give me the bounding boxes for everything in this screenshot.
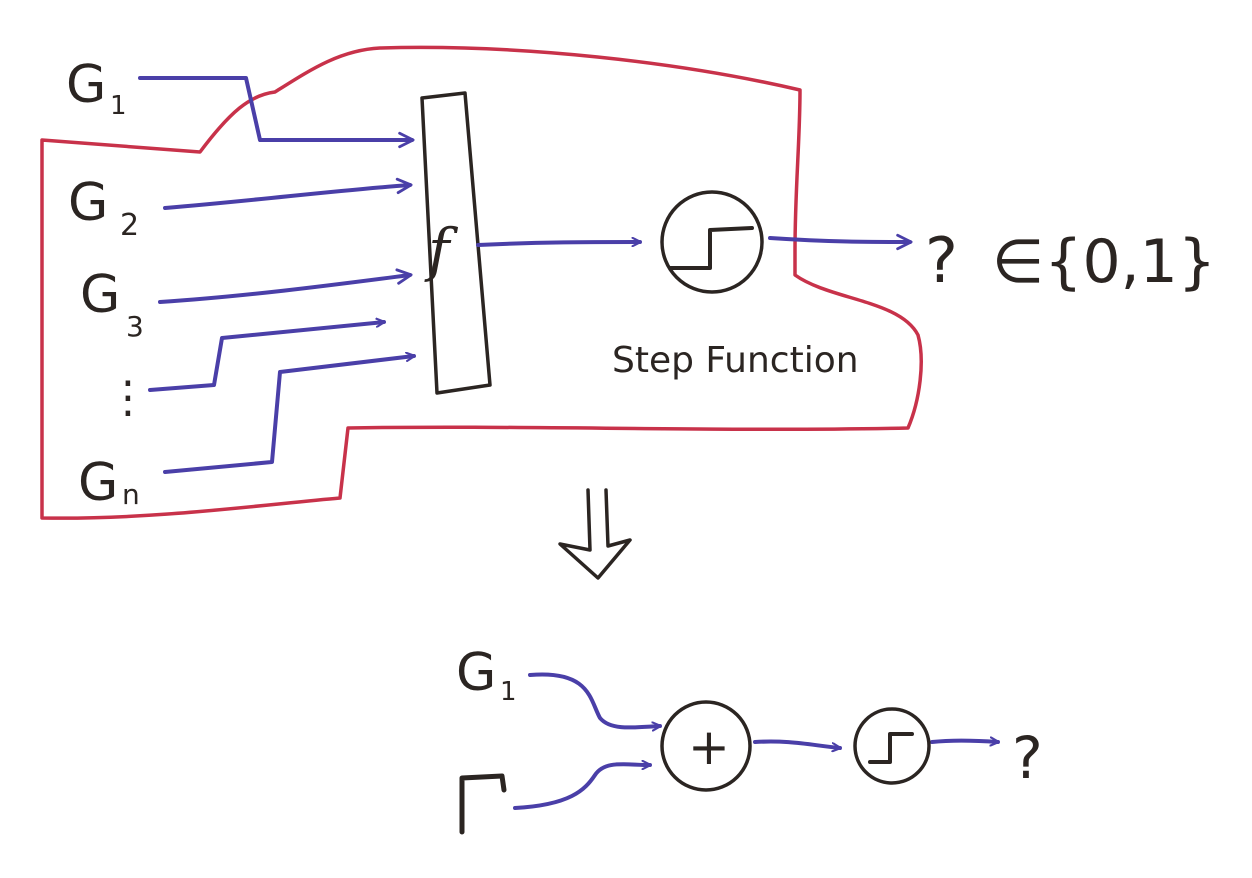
top-input-gn: G n xyxy=(78,453,140,513)
g3-subscript: 3 xyxy=(126,310,144,343)
plus-circle-icon: + xyxy=(688,718,730,776)
bottom-output-symbol: ? xyxy=(1012,724,1043,792)
gamma-glyph xyxy=(459,773,507,835)
top-input-g2: G 2 xyxy=(68,173,139,243)
wire-g3 xyxy=(158,268,413,304)
bottom-input-gamma: Γ xyxy=(459,773,507,835)
adder-circle xyxy=(660,700,752,792)
system-boundary xyxy=(40,45,923,520)
top-input-ellipsis: ⋮ xyxy=(106,372,150,423)
combiner-box xyxy=(420,91,492,395)
g1-letter: G xyxy=(66,55,106,115)
ellipsis-mark: ⋮ xyxy=(106,372,150,423)
wire-f-to-step xyxy=(476,242,642,245)
top-output-set: ∈{0,1} xyxy=(992,227,1216,297)
wire-step-to-output xyxy=(768,233,913,251)
gn-letter: G xyxy=(78,453,118,513)
step-function-circle xyxy=(660,190,764,294)
top-input-g1: G 1 xyxy=(66,55,127,121)
g2-letter: G xyxy=(68,173,108,233)
wire-gn xyxy=(163,356,416,474)
adder-unit: + xyxy=(660,700,752,792)
wire-bottom-step-to-output xyxy=(930,741,1000,743)
gn-subscript: n xyxy=(122,478,140,511)
bottom-g1-subscript: 1 xyxy=(500,677,517,707)
wire-bottom-g1 xyxy=(528,672,662,727)
bottom-input-g1: G 1 xyxy=(456,643,517,707)
step-function-unit xyxy=(660,190,764,294)
top-output-symbol: ? xyxy=(925,224,958,297)
step-function-label: Step Function xyxy=(612,340,859,381)
bottom-g1-letter: G xyxy=(456,643,496,703)
wire-g2 xyxy=(163,177,413,210)
wire-adder-to-step xyxy=(753,739,842,748)
step-function-icon xyxy=(668,226,754,270)
g1-subscript: 1 xyxy=(110,91,127,121)
bottom-step-circle xyxy=(853,707,931,785)
bottom-step-icon xyxy=(868,732,914,764)
top-input-g3: G 3 xyxy=(80,265,144,343)
g2-subscript: 2 xyxy=(120,208,139,243)
wire-g1 xyxy=(138,76,415,149)
wire-bottom-gamma xyxy=(513,764,652,810)
g3-letter: G xyxy=(80,265,120,325)
bottom-step-unit xyxy=(853,707,931,785)
wire-ellipsis xyxy=(148,322,386,392)
double-down-arrow-icon xyxy=(558,488,632,580)
